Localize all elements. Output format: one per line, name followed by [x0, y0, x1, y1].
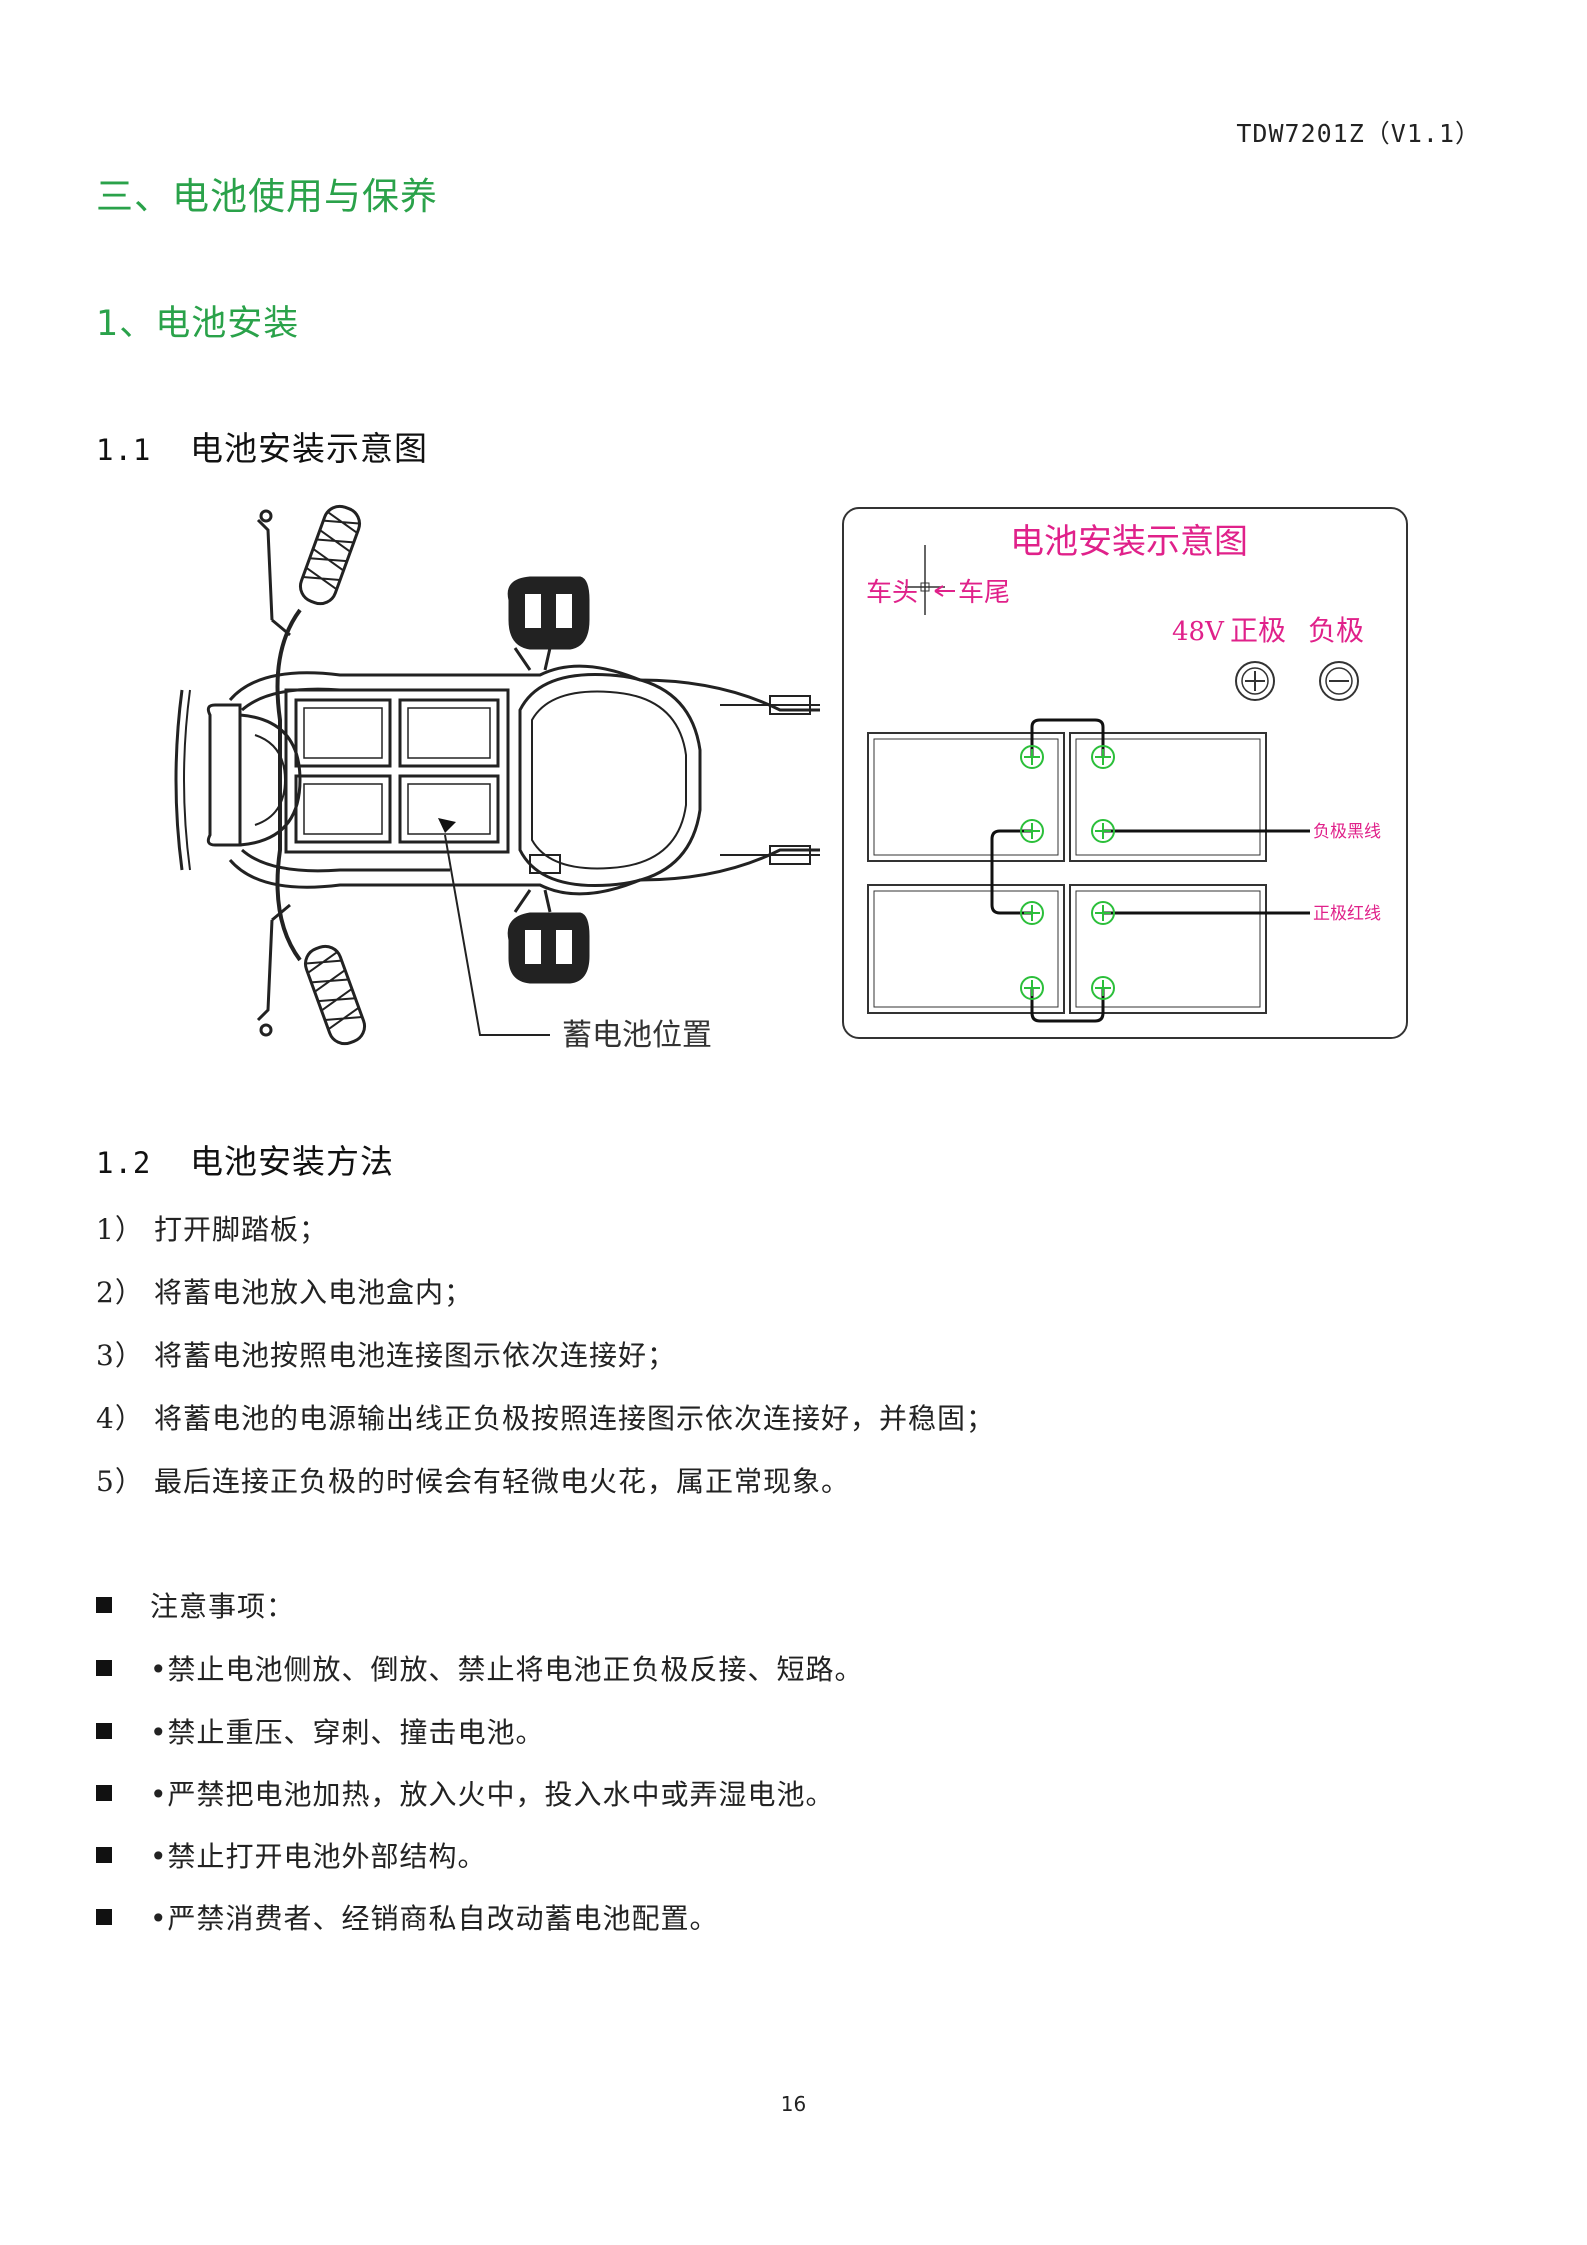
- heading-1-2-number: 1.2: [96, 1146, 152, 1180]
- rear-label: 车尾: [958, 578, 1010, 608]
- step-text: 将蓄电池放入电池盒内；: [154, 1276, 474, 1309]
- negative-wire-label: 负极黑线: [1313, 822, 1381, 842]
- heading-1-2: 1.2 电池安装方法: [96, 1135, 394, 1183]
- positive-label: 正极: [1230, 614, 1286, 647]
- step-text: 将蓄电池的电源输出线正负极按照连接图示依次连接好，并稳固；: [154, 1402, 996, 1435]
- battery-compartment: [284, 688, 510, 854]
- front-label: 车头: [866, 578, 918, 608]
- wiring-diagram-title: 电池安装示意图: [1010, 522, 1248, 562]
- step-text: 打开脚踏板；: [154, 1213, 329, 1246]
- main-negative-terminal-icon: [1319, 661, 1359, 701]
- battery-cell-1: [867, 732, 1065, 862]
- step-item: 3） 将蓄电池按照电池连接图示依次连接好；: [96, 1334, 676, 1374]
- heading-1-1: 1.1 电池安装示意图: [96, 422, 428, 470]
- step-number: 5）: [96, 1465, 144, 1498]
- section-title: 三、电池使用与保养: [96, 175, 438, 218]
- step-item: 4） 将蓄电池的电源输出线正负极按照连接图示依次连接好，并稳固；: [96, 1397, 995, 1437]
- grip-bottom: [303, 944, 367, 1046]
- note-item: •严禁把电池加热，放入火中，投入水中或弄湿电池。: [96, 1773, 835, 1813]
- battery-cell-2: [1069, 732, 1267, 862]
- bullet-square-icon: [96, 1597, 112, 1613]
- step-number: 1）: [96, 1213, 144, 1246]
- step-number: 2）: [96, 1276, 144, 1309]
- battery-position-label: 蓄电池位置: [562, 1018, 712, 1053]
- bullet-square-icon: [96, 1660, 112, 1676]
- heading-1-1-title: 电池安装示意图: [190, 429, 428, 468]
- document-code: TDW7201Z（V1.1）: [1236, 119, 1481, 148]
- main-positive-terminal-icon: [1235, 661, 1275, 701]
- scooter-top-view-figure: 蓄电池位置: [174, 504, 820, 1053]
- bullet-square-icon: [96, 1847, 112, 1863]
- note-item: •严禁消费者、经销商私自改动蓄电池配置。: [96, 1897, 719, 1937]
- voltage-label: 48V: [1172, 617, 1225, 647]
- note-item: •禁止重压、穿刺、撞击电池。: [96, 1711, 545, 1751]
- battery-cell-3: [867, 884, 1065, 1014]
- page-number: 16: [780, 2092, 807, 2116]
- step-item: 1） 打开脚踏板；: [96, 1208, 328, 1248]
- note-item: •禁止电池侧放、倒放、禁止将电池正负极反接、短路。: [96, 1648, 864, 1688]
- step-text: 最后连接正负极的时候会有轻微电火花，属正常现象。: [154, 1465, 851, 1498]
- battery-wiring-diagram: 电池安装示意图 车头 车尾 48V 正极 负极: [842, 507, 1408, 1039]
- note-heading: 注意事项：: [96, 1585, 295, 1625]
- grip-top: [298, 504, 362, 606]
- note-item: •禁止打开电池外部结构。: [96, 1835, 487, 1875]
- bullet-square-icon: [96, 1785, 112, 1801]
- footpeg-bottom: [507, 889, 590, 984]
- subsection-title: 1、电池安装: [96, 304, 300, 344]
- bullet-square-icon: [96, 1909, 112, 1925]
- step-item: 2） 将蓄电池放入电池盒内；: [96, 1271, 473, 1311]
- step-text: 将蓄电池按照电池连接图示依次连接好；: [154, 1339, 677, 1372]
- footpeg-top: [507, 576, 590, 671]
- heading-1-1-number: 1.1: [96, 433, 152, 467]
- battery-cell-4: [1069, 884, 1267, 1014]
- step-item: 5） 最后连接正负极的时候会有轻微电火花，属正常现象。: [96, 1460, 850, 1500]
- negative-label: 负极: [1308, 614, 1364, 647]
- positive-wire-label: 正极红线: [1313, 904, 1381, 924]
- heading-1-2-title: 电池安装方法: [190, 1142, 394, 1181]
- step-number: 4）: [96, 1402, 144, 1435]
- step-number: 3）: [96, 1339, 144, 1372]
- bullet-square-icon: [96, 1723, 112, 1739]
